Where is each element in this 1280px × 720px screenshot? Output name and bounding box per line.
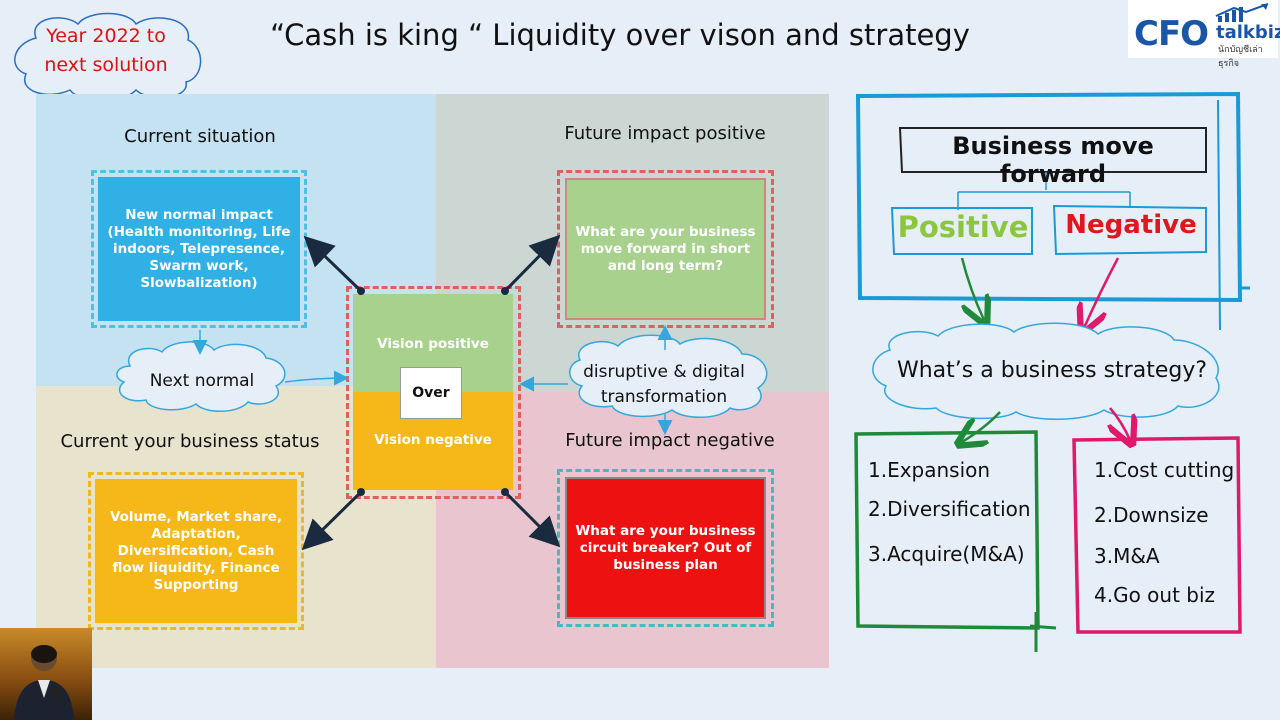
business-heading: Business move forward — [952, 132, 1154, 188]
year-badge-line2: next solution — [44, 54, 168, 76]
current-status-frame — [88, 472, 304, 630]
arrow-to-current-status — [301, 490, 363, 551]
positive-list-item: 2.Diversification — [868, 497, 1031, 521]
arrow-to-current-situation — [303, 235, 363, 293]
next-normal-cloud — [116, 341, 286, 412]
negative-list-item: 2.Downsize — [1094, 503, 1209, 527]
disruptive-label-line2: transformation — [600, 387, 728, 407]
strategy-question: What’s a business strategy? — [896, 358, 1208, 383]
current-status-box: Volume, Market share, Adaptation, Divers… — [95, 479, 297, 623]
year-cloud-shape — [14, 12, 202, 102]
negative-list-item: 4.Go out biz — [1094, 583, 1216, 607]
arrow-to-future-positive — [503, 234, 561, 293]
positive-box-outline — [890, 207, 1033, 255]
current-situation-box: New normal impact (Health monitoring, Li… — [98, 177, 300, 321]
center-frame — [346, 286, 521, 499]
vision-positive-box: Vision positive — [353, 294, 513, 392]
cfo-talkbiz-logo: CFO talkbiz นักบัญชีเล่าธุรกิจ — [1128, 0, 1280, 68]
heading-box — [898, 127, 1207, 173]
current-situation-title: Current situation — [124, 126, 276, 147]
negative-list-box — [1072, 436, 1242, 634]
future-positive-box: What are your business move forward in s… — [565, 178, 766, 320]
strategy-cloud — [872, 322, 1220, 420]
logo-sub-text: talkbiz — [1216, 22, 1280, 43]
future-negative-title: Future impact negative — [565, 430, 775, 451]
over-label: Over — [400, 367, 462, 419]
positive-list-item: 1.Expansion — [868, 458, 991, 482]
future-positive-title: Future impact positive — [564, 123, 766, 144]
logo-thai-text: นักบัญชีเล่าธุรกิจ — [1218, 44, 1263, 68]
presenter-video-thumbnail — [0, 628, 92, 720]
arrow-to-future-negative — [503, 490, 561, 548]
future-negative-box: What are your business circuit breaker? … — [565, 477, 766, 619]
presenter-figure-icon — [14, 645, 74, 720]
business-frame — [855, 91, 1243, 303]
disruptive-label-line1: disruptive & digital — [583, 362, 745, 382]
logo-chart-icon — [1215, 3, 1269, 22]
slide-title: “Cash is king “ Liquidity over vison and… — [270, 18, 970, 52]
next-normal-label: Next normal — [149, 371, 255, 391]
negative-list-item: 1.Cost cutting — [1094, 458, 1235, 482]
negative-box-outline — [1052, 204, 1207, 256]
future-negative-frame — [557, 469, 774, 627]
current-status-title: Current your business status — [60, 431, 320, 452]
logo-main-text: CFO — [1134, 14, 1209, 54]
positive-label: Positive — [897, 210, 1029, 244]
year-badge-line1: Year 2022 to — [46, 25, 166, 47]
negative-list-item: 3.M&A — [1094, 544, 1160, 568]
negative-label: Negative — [1065, 210, 1197, 240]
disruptive-cloud — [569, 334, 768, 418]
positive-list-item: 3.Acquire(M&A) — [868, 542, 1025, 566]
